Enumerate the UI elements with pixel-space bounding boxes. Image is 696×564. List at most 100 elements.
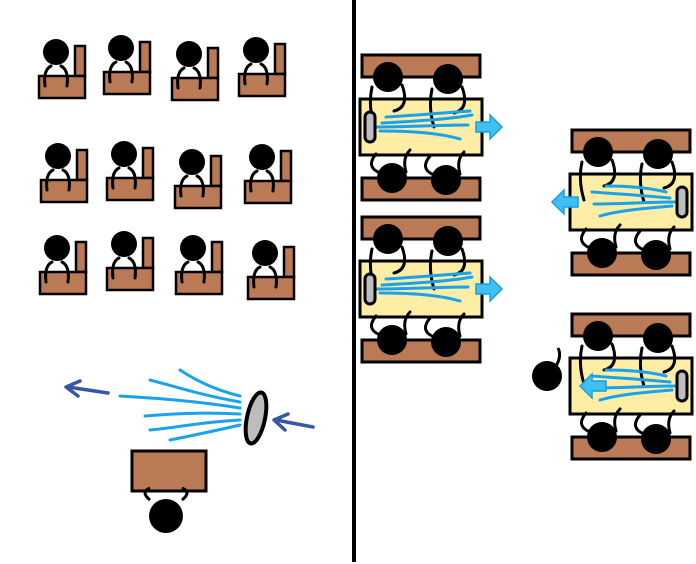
wind-line — [374, 285, 470, 291]
wind-line — [604, 184, 668, 194]
student-arms — [638, 344, 677, 388]
student-seat — [105, 231, 155, 292]
student-arms — [45, 168, 71, 192]
student-arms — [143, 486, 189, 502]
chair-back — [209, 154, 223, 188]
student-head-icon — [373, 224, 403, 254]
fan-icon — [363, 110, 377, 144]
student-seat — [243, 144, 293, 205]
desk — [38, 270, 88, 296]
student-arms — [634, 409, 676, 435]
flow-arrow-right-icon — [475, 275, 504, 303]
wind-line — [590, 374, 672, 384]
student-seat — [38, 235, 88, 296]
chair-back — [141, 146, 155, 180]
wind-line — [374, 123, 470, 129]
intake-arrow-icon — [272, 412, 315, 432]
student-head-icon — [176, 41, 202, 67]
wind-line — [168, 423, 242, 442]
student-head-icon — [641, 424, 671, 454]
student-seat — [102, 35, 152, 96]
student-arms — [44, 260, 70, 284]
student-head-icon — [111, 231, 137, 257]
flow-arrow-left-icon — [578, 372, 607, 400]
student-arms — [554, 347, 562, 367]
student-head-icon — [249, 144, 275, 170]
student-arms — [43, 64, 69, 88]
desk — [237, 72, 287, 98]
desk — [246, 275, 296, 301]
student-arms — [580, 407, 622, 433]
wind-line — [598, 388, 674, 402]
desk — [39, 178, 89, 204]
student-head-icon — [532, 361, 562, 391]
chair-back — [74, 240, 88, 274]
student-arms — [111, 256, 137, 280]
student-head-icon — [377, 163, 407, 193]
student-arms — [638, 160, 677, 204]
desk — [105, 266, 155, 292]
student-arms — [580, 223, 622, 249]
group-table — [532, 312, 694, 461]
desk — [173, 184, 223, 210]
wind-line — [118, 394, 242, 410]
fan-icon — [675, 185, 689, 219]
student-head-icon — [111, 141, 137, 167]
desk — [37, 74, 87, 100]
group-table — [358, 215, 504, 364]
wind-line — [148, 378, 242, 404]
student-arms — [108, 60, 134, 84]
student-seat — [39, 143, 89, 204]
chair-back — [282, 245, 296, 279]
desk — [102, 70, 152, 96]
chair-back — [141, 236, 155, 270]
wind-line — [598, 204, 674, 218]
wind-line — [384, 271, 472, 281]
student-head-icon — [373, 62, 403, 92]
student-head-icon — [43, 39, 69, 65]
wind-line — [148, 418, 242, 432]
wind-line — [378, 291, 462, 303]
student-arms — [179, 174, 205, 198]
wind-line — [384, 109, 472, 119]
wind-line — [378, 129, 462, 141]
student-head-icon — [587, 238, 617, 268]
chair-back — [273, 42, 287, 76]
student-head-icon — [431, 327, 461, 357]
student-head-icon — [433, 226, 463, 256]
student-arms — [176, 66, 202, 90]
student-head-icon — [149, 499, 183, 533]
student-head-icon — [583, 321, 613, 351]
chair-back — [210, 240, 224, 274]
student-head-icon — [252, 240, 278, 266]
chair-back — [279, 149, 293, 183]
student-arms — [370, 310, 412, 336]
wind-line — [592, 200, 678, 206]
student-head-icon — [431, 165, 461, 195]
wind-line — [590, 190, 672, 200]
desk — [174, 270, 224, 296]
student-head-icon — [180, 235, 206, 261]
student-seat — [170, 41, 220, 102]
desk — [243, 179, 293, 205]
group-table — [550, 128, 694, 277]
fan-icon — [363, 272, 377, 306]
student-head-icon — [587, 422, 617, 452]
fan-icon — [243, 390, 269, 446]
desk — [105, 176, 155, 202]
wind-line — [380, 113, 474, 125]
group-table — [358, 53, 504, 202]
student-head-icon — [243, 37, 269, 63]
student-head-icon — [583, 137, 613, 167]
student-seat — [174, 235, 224, 296]
student-arms — [424, 150, 466, 176]
student-arms — [243, 62, 269, 86]
student-arms — [180, 260, 206, 284]
student-arms — [252, 265, 278, 289]
student-arms — [424, 312, 466, 338]
student-seat — [105, 141, 155, 202]
student-arms — [370, 148, 412, 174]
airflow-arrow-icon — [64, 379, 110, 398]
fan-icon — [675, 369, 689, 403]
student-head-icon — [45, 143, 71, 169]
